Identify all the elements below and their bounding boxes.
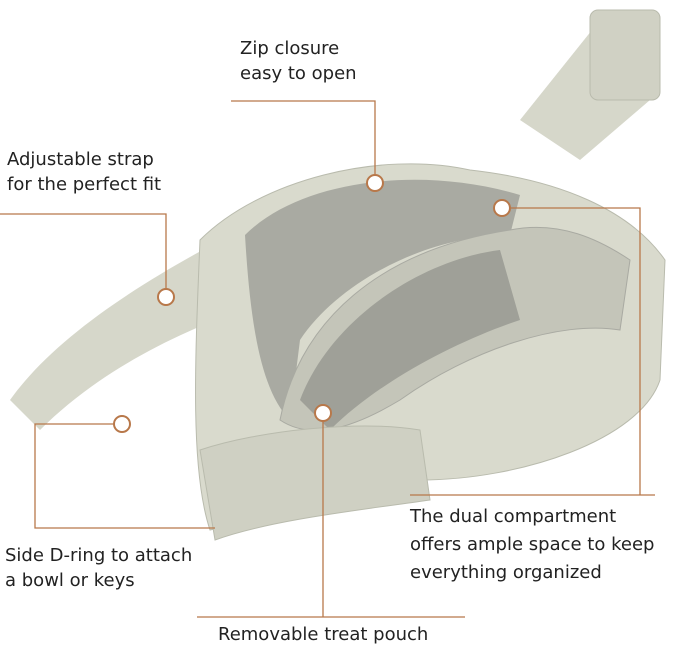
compartment-callout: The dual compartment offers ample space … bbox=[410, 503, 654, 587]
compartment-callout-line3: everything organized bbox=[410, 562, 602, 583]
dring-marker bbox=[113, 415, 131, 433]
main-compartment bbox=[245, 179, 520, 420]
zip-marker bbox=[366, 174, 384, 192]
dring-callout-line1: Side D-ring to attach bbox=[5, 545, 193, 566]
compartment-marker bbox=[493, 199, 511, 217]
inner-lining bbox=[300, 250, 520, 430]
strap-callout-line1: Adjustable strap bbox=[7, 149, 154, 170]
strap-callout-line2: for the perfect fit bbox=[7, 174, 162, 195]
dring-callout: Side D-ring to attach a bowl or keys bbox=[5, 543, 192, 593]
compartment-callout-line2: offers ample space to keep bbox=[410, 534, 655, 555]
compartment-leader-line bbox=[510, 207, 641, 495]
pouch-marker bbox=[314, 404, 332, 422]
dring-leader-line bbox=[34, 423, 215, 529]
compartment-callout-line1: The dual compartment bbox=[410, 506, 617, 527]
zip-callout-line2: easy to open bbox=[240, 63, 357, 84]
buckle bbox=[589, 9, 661, 101]
dring-callout-line2: a bowl or keys bbox=[5, 570, 135, 591]
pouch-callout-line1: Removable treat pouch bbox=[218, 624, 429, 645]
strap-callout: Adjustable strap for the perfect fit bbox=[7, 147, 161, 197]
pouch-callout: Removable treat pouch bbox=[218, 622, 428, 647]
strap-leader-line bbox=[0, 213, 167, 289]
bag-front-roll bbox=[199, 425, 431, 541]
zip-callout-line1: Zip closure bbox=[240, 38, 340, 59]
strap-marker bbox=[157, 288, 175, 306]
zip-leader-line bbox=[231, 100, 376, 175]
zip-callout: Zip closure easy to open bbox=[240, 36, 357, 86]
